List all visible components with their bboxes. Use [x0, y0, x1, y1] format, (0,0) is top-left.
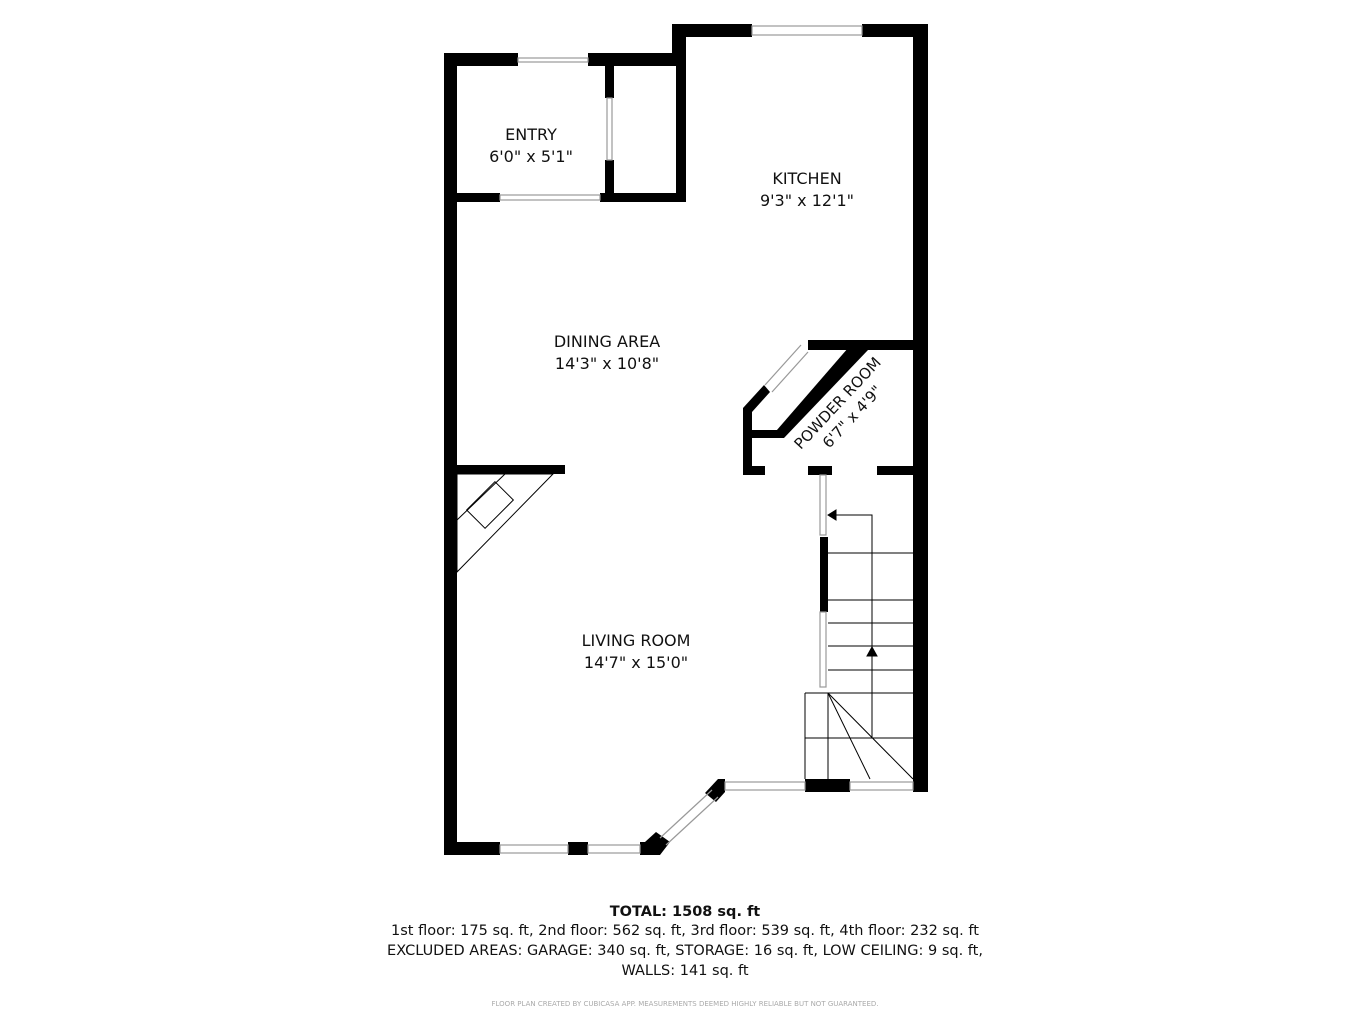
room-living-room: LIVING ROOM 14'7" x 15'0"	[582, 630, 691, 674]
windows	[499, 25, 914, 854]
room-size: 6'0" x 5'1"	[489, 147, 573, 166]
room-name: ENTRY	[505, 125, 557, 144]
room-dining-area: DINING AREA 14'3" x 10'8"	[554, 331, 660, 375]
room-size: 14'3" x 10'8"	[554, 354, 660, 373]
room-name: KITCHEN	[772, 169, 842, 188]
total-area: TOTAL: 1508 sq. ft	[609, 904, 761, 920]
stairs	[456, 473, 914, 780]
room-name: LIVING ROOM	[581, 631, 691, 650]
room-size: 14'7" x 15'0"	[583, 653, 689, 672]
room-kitchen: KITCHEN 9'3" x 12'1"	[760, 168, 854, 212]
excluded-areas: EXCLUDED AREAS: GARAGE: 340 sq. ft, STOR…	[387, 943, 983, 959]
room-name: DINING AREA	[553, 332, 661, 351]
wall-area: WALLS: 141 sq. ft	[621, 963, 749, 979]
floor-areas: 1st floor: 175 sq. ft, 2nd floor: 562 sq…	[391, 923, 979, 939]
disclaimer: FLOOR PLAN CREATED BY CUBICASA APP. MEAS…	[491, 1000, 879, 1008]
room-entry: ENTRY 6'0" x 5'1"	[489, 124, 573, 168]
room-size: 9'3" x 12'1"	[759, 191, 855, 210]
walls	[444, 24, 928, 855]
